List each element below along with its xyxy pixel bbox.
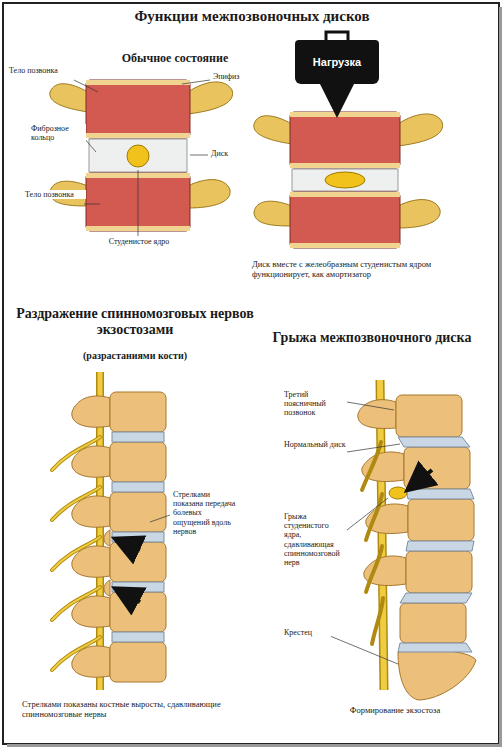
weight-handle [326, 32, 348, 40]
note: Стрелками показаны костные выросты, сдав… [22, 700, 232, 720]
part-label: Грыжа студенистого ядра, сдавливающая сп… [283, 512, 347, 567]
loaded-vertebrae [254, 112, 443, 248]
part-label: Эпифиз [212, 72, 258, 81]
leader-lines [74, 80, 210, 236]
spine-hernia [358, 380, 476, 700]
part-label: Крестец [283, 628, 331, 637]
frame-shadow [7, 744, 502, 747]
frame-shadow [499, 7, 502, 747]
load-arrow [335, 88, 340, 108]
subheading: (разрастаниями кости) [40, 350, 230, 362]
part-label: Нормальный диск [283, 440, 347, 449]
heading: Обычное состояние [100, 52, 250, 66]
title: Функции межпозвоночных дисков [40, 8, 464, 25]
normal-vertebrae [50, 80, 233, 231]
part-label: Тело позвонка [8, 66, 76, 75]
spine-exostoses [52, 372, 170, 690]
part-label: Диск [210, 149, 248, 158]
frame [3, 3, 499, 744]
part-label: Тело позвонка [24, 190, 86, 199]
note: Диск вместе с желеобразным студенистым я… [252, 260, 452, 280]
weight-block: Нагрузка [295, 40, 379, 84]
weight-label: Нагрузка [313, 56, 361, 68]
part-label: Третий поясничный позвонок [283, 390, 347, 418]
heading: Раздражение спинномозговых нервов экзост… [10, 306, 260, 338]
note: Стрелками показана передача болевых ощущ… [172, 490, 240, 536]
part-label: Фиброзное кольцо [30, 124, 86, 142]
heading: Грыжа межпозвоночного диска [262, 330, 482, 346]
note: Формирование экзостоза [330, 706, 460, 716]
part-label: Студенистое ядро [88, 237, 190, 246]
